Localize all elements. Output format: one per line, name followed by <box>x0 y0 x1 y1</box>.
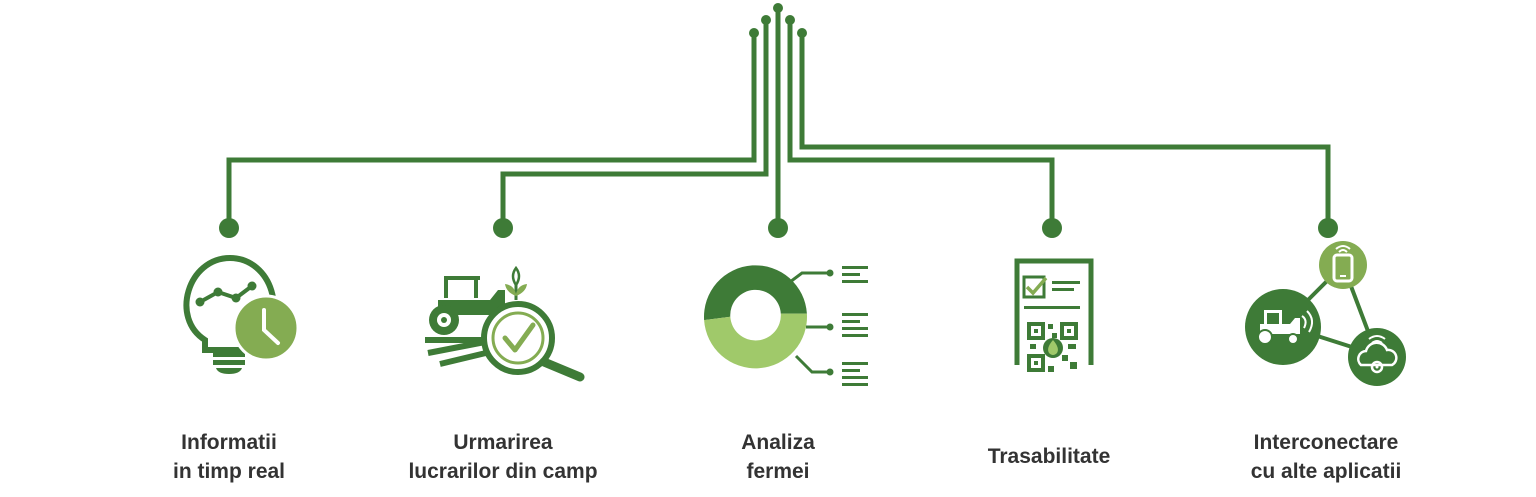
label-line: lucrarilor din camp <box>408 460 598 483</box>
connector-urmarirea <box>500 20 769 228</box>
label-line: Interconectare <box>1253 431 1399 454</box>
network-devices-icon <box>1245 241 1406 386</box>
connector-lines <box>226 8 1331 228</box>
label-line: in timp real <box>172 460 286 483</box>
label-trasabilitate: Trasabilitate <box>919 442 1179 471</box>
connector-trasabilitate <box>787 20 1055 228</box>
document-qr-icon <box>1014 258 1094 372</box>
label-analiza: Analiza fermei <box>648 428 908 486</box>
label-line: Analiza <box>741 431 815 454</box>
label-line: fermei <box>746 460 810 483</box>
label-urmarirea: Urmarirea lucrarilor din camp <box>373 428 633 486</box>
label-line: Urmarirea <box>453 431 553 454</box>
tractor-magnifier-icon <box>425 265 585 382</box>
label-interconectare: Interconectare cu alte aplicatii <box>1196 428 1456 486</box>
connector-dots <box>219 3 1338 238</box>
label-line: Trasabilitate <box>987 445 1111 468</box>
label-line: Informatii <box>181 431 277 454</box>
donut-chart-icon <box>703 265 868 386</box>
connector-informatii <box>226 33 757 228</box>
connector-interconectare <box>799 33 1331 228</box>
lightbulb-clock-icon <box>183 254 300 374</box>
label-line: cu alte aplicatii <box>1250 460 1402 483</box>
label-informatii: Informatii in timp real <box>99 428 359 486</box>
